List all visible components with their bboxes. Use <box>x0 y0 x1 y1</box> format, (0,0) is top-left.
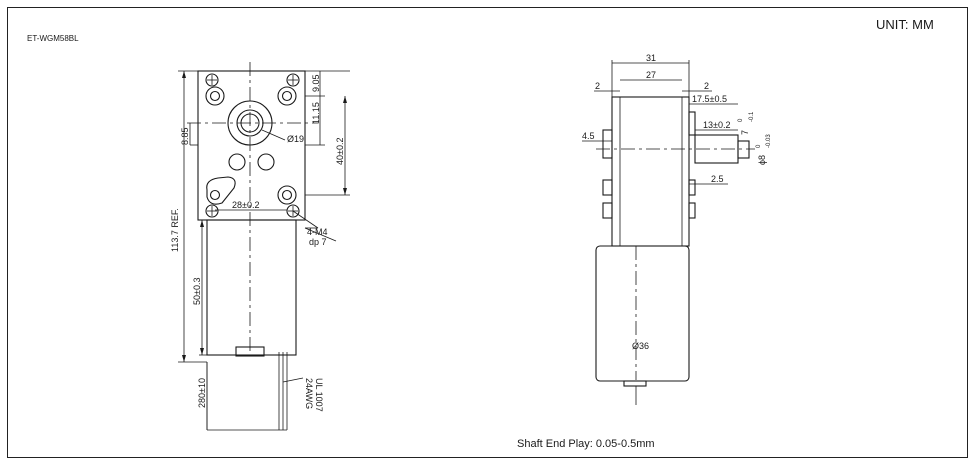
dim-8-tol-label: -0.03 <box>766 134 772 148</box>
dim-45-label: 4.5 <box>582 131 595 141</box>
unit-label: UNIT: MM <box>876 17 934 32</box>
dim-7-label: 7 <box>740 130 750 135</box>
side-view: 31 27 2 2 17.5±0.5 13±0.2 7 0 -0.1 ϕ8 0 … <box>582 53 772 405</box>
screw-tr-icon <box>286 73 300 87</box>
dim-7-tol-label: -0.1 <box>749 111 755 122</box>
dim-175-label: 17.5±0.5 <box>692 94 727 104</box>
dim-25-label: 2.5 <box>711 174 724 184</box>
dim-2b-label: 2 <box>704 81 709 91</box>
dim-31-label: 31 <box>646 53 656 63</box>
shaft-end-play-note: Shaft End Play: 0.05-0.5mm <box>517 438 655 450</box>
screw-tl-icon <box>205 73 219 87</box>
dim-13-label: 13±0.2 <box>703 120 730 130</box>
dim-top2-label: 11.15 <box>311 102 321 124</box>
dim-overall-label: 113.7 REF. <box>170 208 180 252</box>
dim-motor-label: 50±0.3 <box>192 278 202 305</box>
dim-bore-label: Ø19 <box>287 134 304 144</box>
dim-motor-dia-label: Ø36 <box>632 341 649 351</box>
dim-8-tol-top-label: 0 <box>756 144 762 148</box>
dim-8-label: ϕ8 <box>757 155 767 165</box>
wire-spec2-label: 24AWG <box>304 378 314 409</box>
dim-thread-label: 4-M4 <box>307 227 328 237</box>
drawing-frame <box>7 7 968 458</box>
screw-bl-icon <box>205 204 219 218</box>
wire-spec1-label: UL 1007 <box>314 378 324 412</box>
dim-lead-label: 280±10 <box>197 378 207 408</box>
front-view: 113.7 REF. 8.85 9.05 11.15 40±0.2 Ø19 28… <box>170 62 350 431</box>
dim-height-box-label: 40±0.2 <box>335 138 345 165</box>
dim-7-tol-top-label: 0 <box>738 118 744 122</box>
dim-top1-label: 9.05 <box>311 74 321 92</box>
model-label: ET-WGM58BL <box>27 34 79 43</box>
dim-depth-label: dp 7 <box>309 237 327 247</box>
dim-27-label: 27 <box>646 70 656 80</box>
dim-width-label: 28±0.2 <box>232 200 259 210</box>
dim-2a-label: 2 <box>595 81 600 91</box>
dim-left-label: 8.85 <box>180 127 190 145</box>
